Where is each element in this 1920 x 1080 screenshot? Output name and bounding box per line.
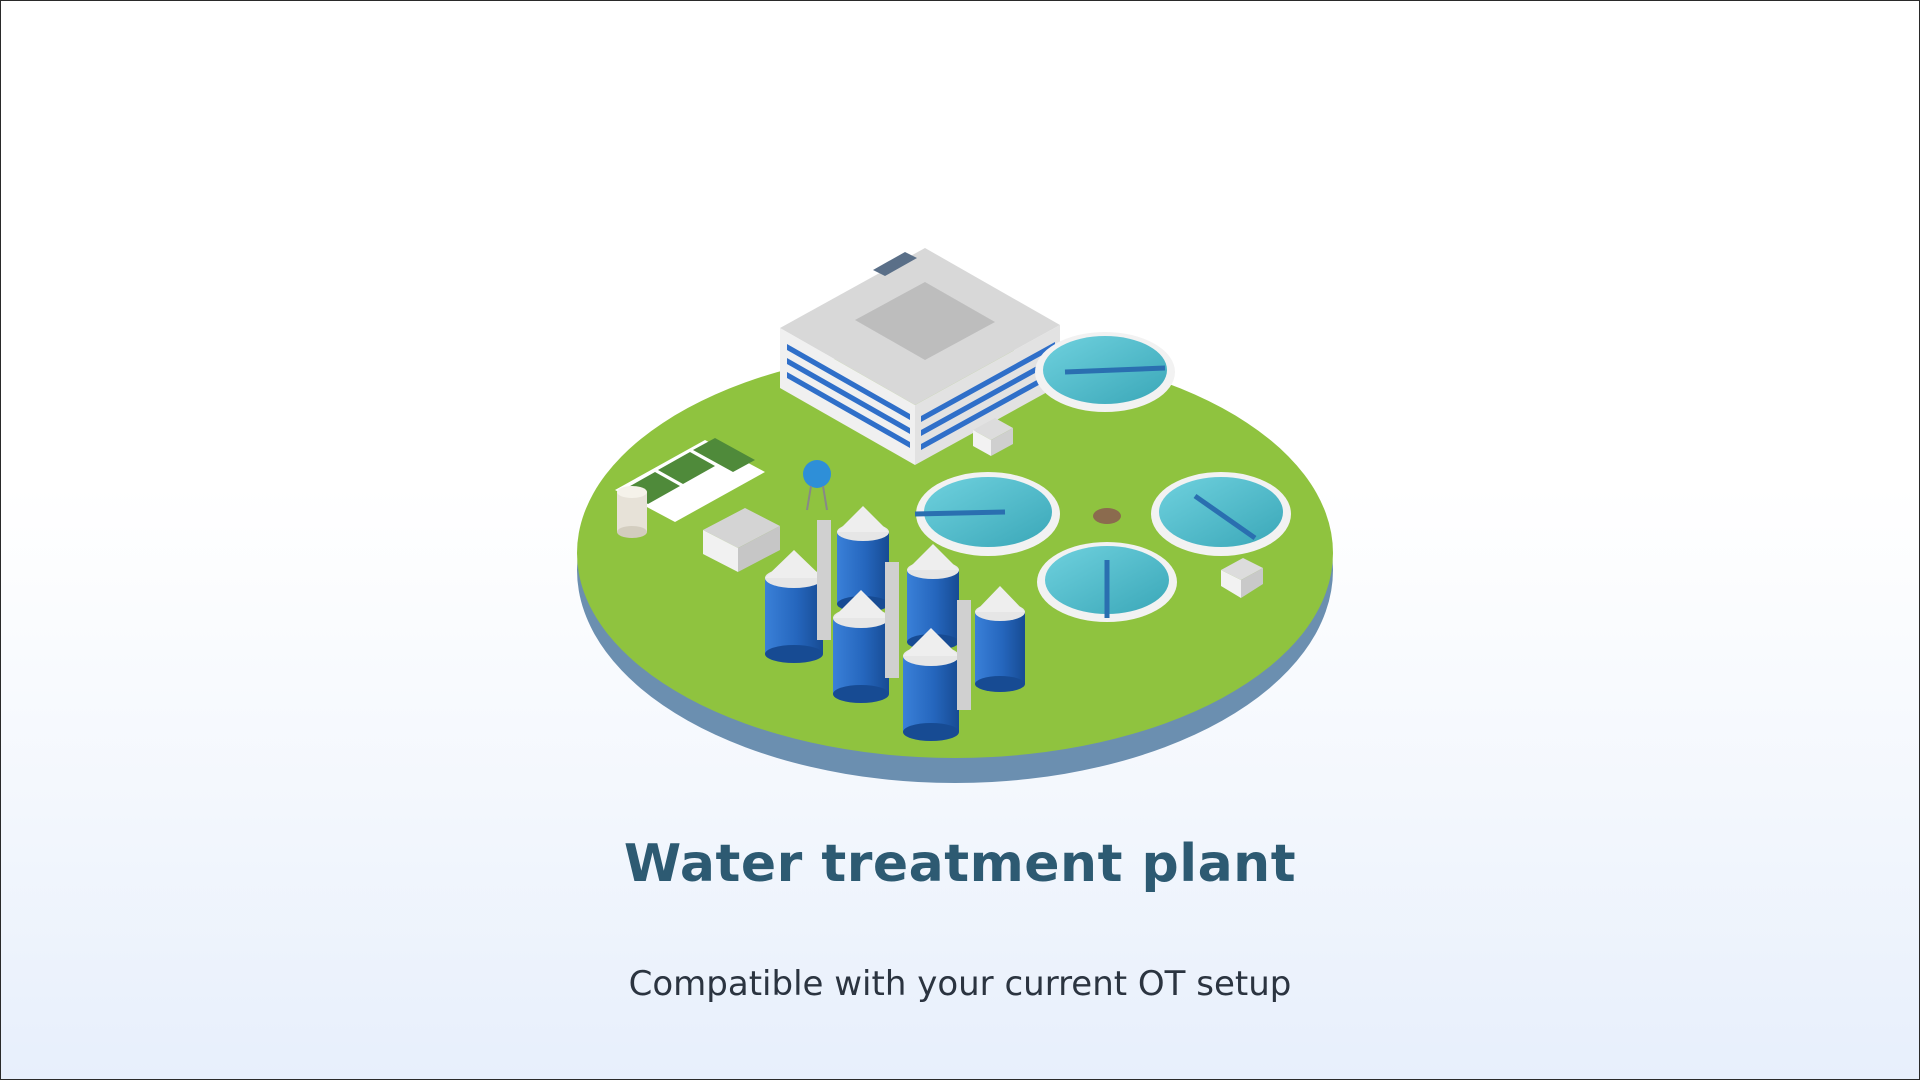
digester-silos: [765, 506, 1025, 741]
slide-subtitle: Compatible with your current OT setup: [628, 964, 1292, 1004]
office-building: [780, 248, 1060, 465]
clarifier-tank-left: [914, 472, 1060, 556]
silo: [975, 586, 1025, 692]
slide-title: Water treatment plant: [623, 834, 1297, 894]
water-tower: [803, 460, 831, 511]
control-shed: [1221, 558, 1263, 598]
clarifier-tank-bottom: [1037, 542, 1177, 622]
silo: [903, 628, 959, 741]
silo: [833, 590, 889, 703]
silo: [907, 544, 959, 650]
clarifier-tank-right: [1151, 472, 1291, 556]
storage-tank: [617, 486, 647, 538]
water-treatment-plant-illustration: [577, 248, 1333, 783]
pump-house: [703, 508, 780, 572]
distribution-hub: [1093, 508, 1121, 524]
small-shed: [973, 418, 1013, 456]
clarifier-tank-top: [1035, 332, 1175, 412]
silo: [765, 550, 823, 663]
